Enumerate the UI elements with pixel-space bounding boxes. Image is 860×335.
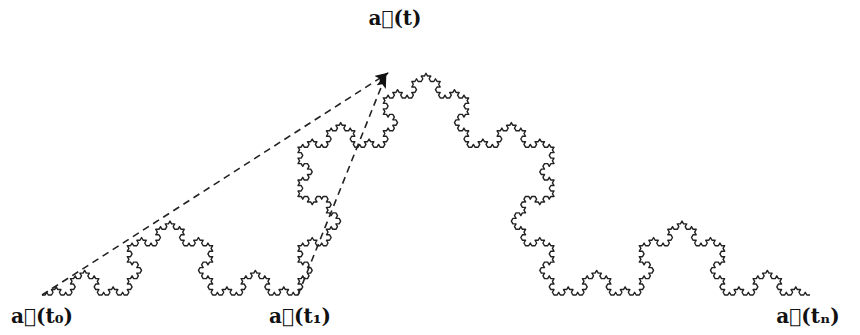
point-label: a⃗(tₙ) (776, 304, 840, 328)
dashed-vector (42, 73, 388, 295)
koch-curve (42, 73, 810, 295)
point-label: a⃗(t₀) (11, 304, 73, 328)
point-label: a⃗(t) (368, 6, 421, 30)
dashed-vector (298, 75, 386, 295)
point-label: a⃗(t₁) (269, 304, 331, 328)
